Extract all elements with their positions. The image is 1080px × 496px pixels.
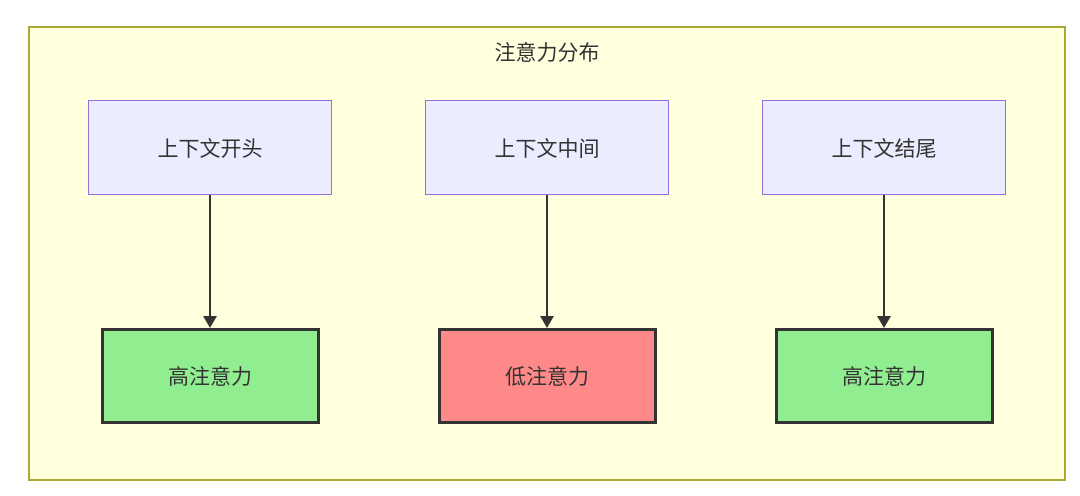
flow-column-context-middle: 上下文中间 低注意力: [425, 100, 669, 424]
arrow-line: [209, 195, 211, 316]
arrow-line: [883, 195, 885, 316]
arrow-head-icon: [877, 316, 891, 328]
attention-distribution-subgraph: 注意力分布 上下文开头 高注意力 上下文中间 低注意力: [28, 26, 1066, 481]
node-result-end-label: 高注意力: [842, 366, 926, 389]
node-context-middle: 上下文中间: [425, 100, 669, 195]
diagram-title: 注意力分布: [494, 42, 600, 65]
arrow-line: [546, 195, 548, 316]
node-result-start-label: 高注意力: [168, 366, 252, 389]
arrow-head-icon: [203, 316, 217, 328]
node-result-middle-label: 低注意力: [505, 366, 589, 389]
node-context-end: 上下文结尾: [762, 100, 1006, 195]
flow-column-context-start: 上下文开头 高注意力: [88, 100, 332, 424]
node-context-start-label: 上下文开头: [157, 137, 263, 161]
node-result-end: 高注意力: [774, 328, 994, 424]
arrow-head-icon: [540, 316, 554, 328]
flow-column-context-end: 上下文结尾 高注意力: [762, 100, 1006, 424]
arrow-start-to-result: [203, 195, 217, 328]
node-context-start: 上下文开头: [88, 100, 332, 195]
node-result-middle: 低注意力: [437, 328, 657, 424]
node-result-start: 高注意力: [100, 328, 320, 424]
arrow-end-to-result: [877, 195, 891, 328]
arrow-middle-to-result: [540, 195, 554, 328]
node-context-middle-label: 上下文中间: [494, 137, 600, 161]
node-context-end-label: 上下文结尾: [831, 137, 937, 161]
flow-columns-row: 上下文开头 高注意力 上下文中间 低注意力 上下文结: [30, 100, 1064, 424]
